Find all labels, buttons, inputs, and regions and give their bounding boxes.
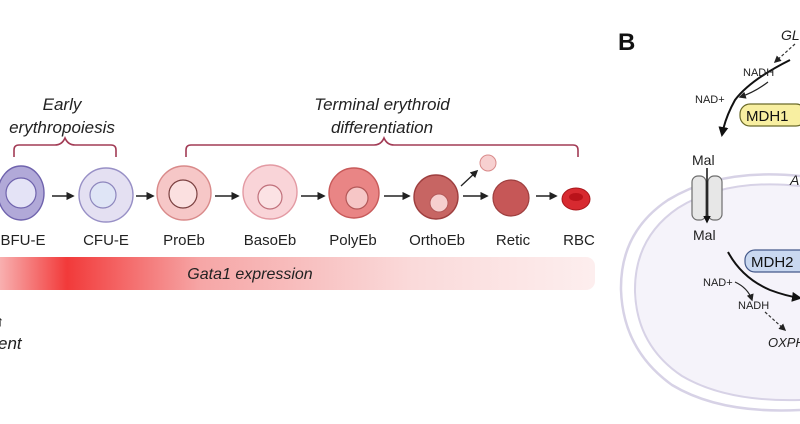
mal-bottom: Mal — [693, 227, 716, 243]
left-partial-1: ↑ — [0, 313, 4, 329]
curve-bottom-big-arrow — [727, 251, 800, 302]
label-basoeb: BasoEb — [244, 232, 297, 249]
panel-b-letter: B — [618, 29, 635, 56]
label-orthoeb: OrthoEb — [409, 232, 465, 249]
gata1-expression-label: Gata1 expression — [187, 266, 313, 283]
label-cfu-e: CFU-E — [83, 232, 129, 249]
cell-polyeb — [328, 167, 380, 219]
label-bfu-e: BFU-E — [1, 232, 46, 249]
cell-bfu-e — [0, 165, 45, 221]
enzyme-mdh1-label: MDH1 — [746, 108, 789, 125]
group-terminal-line1: Terminal erythroid — [314, 95, 450, 114]
cell-extruded-nucleus — [479, 154, 497, 172]
group-early-line1: Early — [43, 95, 83, 114]
bracket-early — [13, 135, 117, 157]
cell-basoeb — [242, 164, 298, 220]
cell-cfu-e — [78, 167, 134, 223]
label-retic: Retic — [496, 232, 531, 249]
group-terminal-line2: differentiation — [331, 118, 433, 137]
glu-dashed-arrow — [773, 43, 796, 63]
curve-nad-nadh — [734, 281, 754, 302]
enzyme-mdh2-label: MDH2 — [751, 254, 794, 271]
group-early-line2: erythropoiesis — [9, 118, 115, 137]
malate-transporter — [691, 168, 723, 224]
mal-top: Mal — [692, 152, 715, 168]
left-partial-2: ent — [0, 334, 23, 353]
cell-rbc — [561, 187, 591, 211]
cell-retic — [492, 179, 530, 217]
curve-nadh-nad — [738, 81, 769, 99]
label-proeb: ProEb — [163, 232, 205, 249]
oxphos-dashed-arrow — [764, 311, 787, 331]
nad-bottom: NAD+ — [703, 277, 733, 289]
curve-top-big-arrow — [718, 59, 791, 137]
a-partial: A — [789, 172, 799, 188]
enzyme-mdh2: MDH2 — [744, 249, 800, 273]
nad-top: NAD+ — [695, 94, 725, 106]
arrow-extrusion — [460, 169, 479, 187]
glu-partial: GL — [781, 27, 800, 43]
cell-orthoeb — [413, 174, 459, 220]
label-polyeb: PolyEb — [329, 232, 377, 249]
nadh-top: NADH — [743, 67, 774, 79]
label-rbc: RBC — [563, 232, 595, 249]
oxphos-partial: OXPH — [768, 335, 800, 350]
gata1-expression-bar — [0, 257, 595, 290]
bracket-terminal — [185, 135, 579, 157]
nadh-bottom: NADH — [738, 300, 769, 312]
cell-proeb — [156, 165, 212, 221]
enzyme-mdh1: MDH1 — [739, 103, 800, 127]
